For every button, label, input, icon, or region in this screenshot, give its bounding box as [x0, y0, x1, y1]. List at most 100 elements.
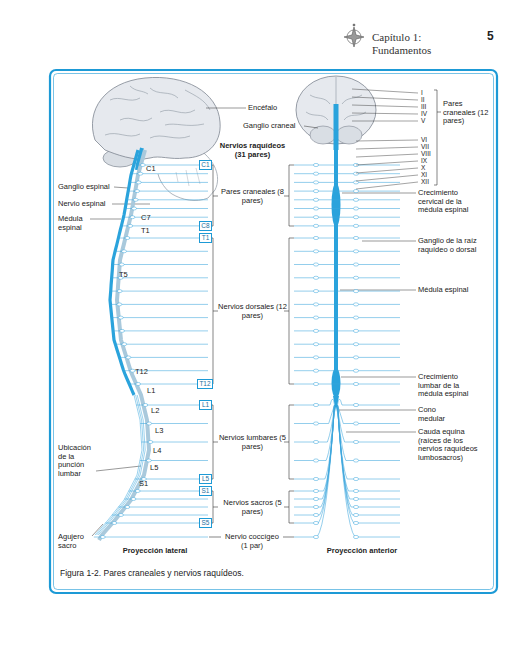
cauda-equina-lateral — [97, 395, 144, 535]
spinal-ganglion — [136, 181, 141, 184]
cranial-nerve-leader — [352, 89, 418, 93]
segment-code: C8 — [201, 222, 209, 229]
segment-box: S5 — [199, 518, 212, 528]
cranial-nerve-leader — [356, 182, 418, 189]
cerebellum-left — [310, 126, 336, 144]
spinal-nerve-lateral — [112, 515, 208, 516]
figure-frame — [50, 70, 497, 593]
spinal-ganglion — [119, 514, 124, 517]
cranial-nerve-number: XII — [421, 178, 435, 185]
spinal-ganglion — [353, 513, 358, 516]
group-label: Nervios lumbares (5 pares) — [216, 434, 289, 451]
spinal-nerve-anterior — [294, 344, 400, 345]
spinal-ganglion — [313, 190, 318, 193]
spinal-ganglion — [313, 422, 318, 425]
segment-code: T1 — [202, 234, 210, 241]
cauda-equina-root — [294, 405, 335, 461]
spinal-ganglion — [313, 403, 318, 406]
cauda-equina-root — [338, 405, 401, 461]
spinal-ganglion — [126, 356, 131, 359]
group-heading: Nervios raquídeos (31 pares) — [216, 142, 289, 159]
spinal-ganglion — [130, 369, 135, 372]
spinal-ganglion — [353, 216, 358, 219]
spinal-ganglion — [313, 181, 318, 184]
spinal-nerve-lateral — [136, 405, 208, 406]
spinal-ganglion — [353, 303, 358, 306]
spinal-ganglion — [353, 190, 358, 193]
spinal-ganglion — [122, 250, 127, 253]
page-number: 5 — [487, 30, 501, 43]
spinal-nerve-lateral — [110, 304, 208, 305]
cranial-nerve-number: VIII — [421, 150, 435, 157]
vertebra-label: L4 — [153, 447, 167, 456]
cranial-nerve-leader — [352, 121, 418, 122]
spinal-nerve-lateral — [124, 217, 209, 218]
spinal-nerve-lateral — [113, 330, 208, 331]
spinal-ganglion — [353, 505, 358, 508]
spinal-nerve-lateral — [130, 182, 208, 183]
part-label: Cauda equina (raíces de los nervios raqu… — [418, 428, 488, 462]
cranial-nerve-leader — [356, 175, 418, 181]
spinal-ganglion — [125, 506, 130, 509]
cauda-equina-root — [294, 405, 335, 507]
spinal-cord-lateral — [110, 150, 138, 395]
spinal-nerve-lateral — [112, 317, 208, 318]
spinal-ganglion — [313, 263, 318, 266]
spinal-ganglion — [313, 513, 318, 516]
segment-box: L1 — [199, 400, 212, 410]
cauda-equina-root — [338, 405, 401, 499]
cranial-nerve-number: VI — [421, 136, 435, 143]
cranial-nerve-leader — [356, 161, 418, 165]
brain-lateral — [92, 77, 220, 159]
spinal-ganglion — [313, 290, 318, 293]
spinal-nerve-lateral — [115, 344, 208, 345]
spinal-nerve-anterior — [294, 208, 400, 209]
spinal-nerve-lateral — [129, 491, 208, 492]
spinal-ganglion — [140, 164, 145, 167]
spinal-ganglion — [313, 369, 318, 372]
spinal-ganglion — [313, 207, 318, 210]
spinal-nerve-lateral — [105, 523, 208, 524]
spinal-ganglion — [353, 535, 358, 538]
part-label: Médula espinal — [418, 286, 488, 295]
part-label: Cono medular — [418, 406, 462, 423]
spinal-ganglion — [353, 181, 358, 184]
segment-code: S1 — [202, 487, 210, 494]
spinal-nerve-lateral — [140, 460, 208, 461]
cranial-nerve-number: I — [421, 89, 435, 96]
spinal-ganglion — [313, 535, 318, 538]
cauda-equina-root — [338, 405, 401, 507]
cauda-equina-root — [294, 405, 335, 442]
spinal-ganglion — [147, 422, 152, 425]
cauda-equina-root — [338, 405, 401, 537]
cranial-nerve-number: II — [421, 96, 435, 103]
lumbar-enlargement — [332, 368, 341, 398]
spinal-ganglion — [148, 441, 153, 444]
vertebra-label: L2 — [151, 407, 165, 416]
part-label: Ganglio de la raíz raquídeo o dorsal — [418, 237, 482, 254]
spinal-nerve-lateral — [94, 537, 208, 538]
skull-detail — [176, 168, 200, 186]
cranial-nerve-number: IV — [421, 110, 435, 117]
cauda-equina-root — [338, 405, 401, 424]
cranial-nerve-leader — [356, 154, 418, 157]
cauda-equina-root — [338, 399, 401, 405]
spinal-nerve-lateral — [127, 199, 208, 200]
spinal-ganglion — [313, 505, 318, 508]
cauda-equina-root — [294, 405, 335, 515]
cauda-equina-root — [294, 405, 335, 479]
spinal-ganglion — [353, 356, 358, 359]
spinal-ganglion — [119, 263, 124, 266]
group-label: Pares craneales (8 pares) — [216, 188, 289, 205]
cranial-nerve-leader — [352, 97, 418, 100]
spinal-ganglion — [353, 521, 358, 524]
spinal-ganglion — [313, 459, 318, 462]
spinal-nerve-lateral — [118, 238, 208, 239]
spinal-nerve-lateral — [125, 499, 209, 500]
spinal-ganglion — [125, 237, 130, 240]
spinal-ganglion — [135, 490, 140, 493]
spinal-nerve-anterior — [294, 304, 400, 305]
spinal-nerve-lateral — [140, 423, 208, 424]
spinal-nerve-lateral — [131, 173, 208, 174]
